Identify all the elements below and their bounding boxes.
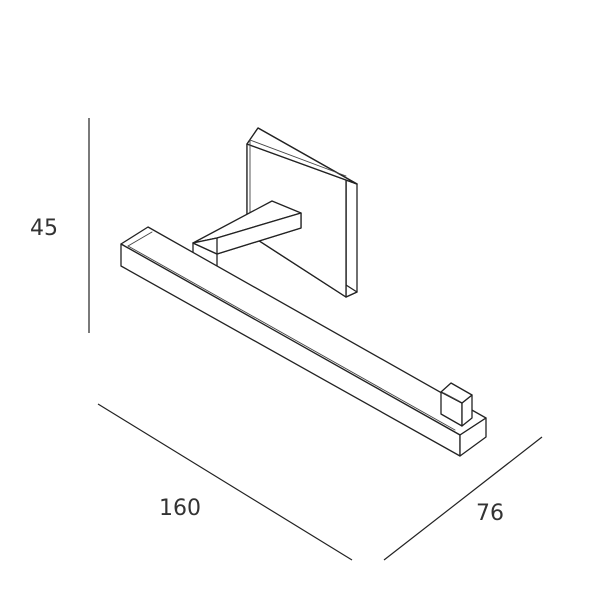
depth-dimension-line: [383, 436, 543, 561]
depth-dimension-label: 76: [476, 501, 504, 526]
length-dimension-line: [97, 403, 353, 561]
length-dimension-label: 160: [159, 496, 201, 521]
holder-bar: [120, 226, 487, 457]
end-stop: [440, 382, 473, 427]
height-dimension-label: 45: [30, 216, 58, 241]
wall-plate: [246, 127, 358, 298]
connecting-arm: [192, 200, 302, 271]
